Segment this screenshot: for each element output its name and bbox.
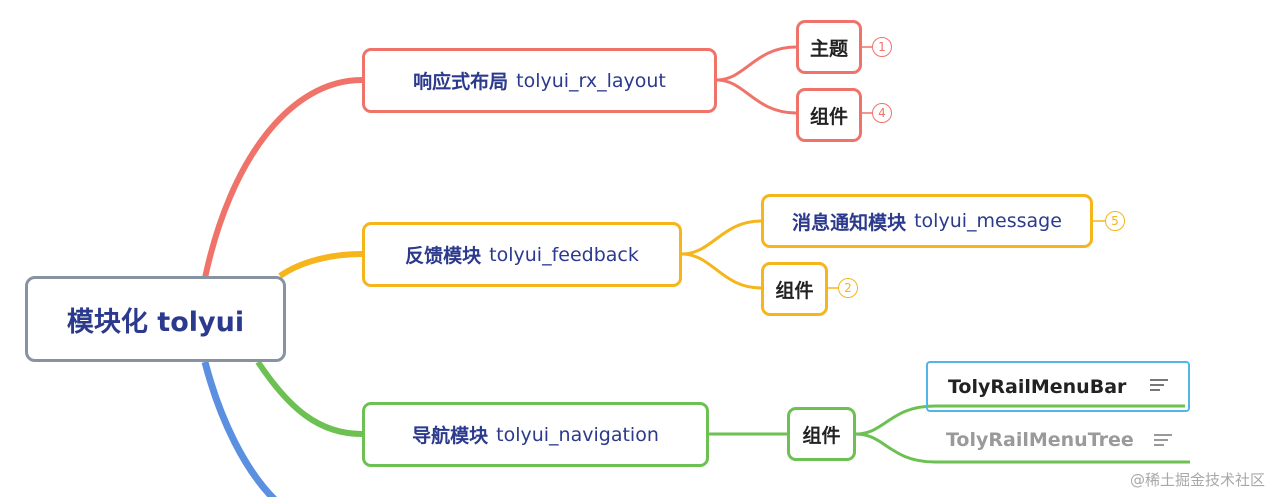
notes-icon[interactable]	[1154, 431, 1172, 449]
subtopic-message[interactable]: 消息通知模块 tolyui_message	[761, 194, 1093, 248]
subtopic-components[interactable]: 组件	[787, 407, 856, 461]
topic-label: 导航模块	[412, 425, 489, 447]
subtopic-label: 组件	[809, 105, 848, 128]
count-badge: 4	[872, 103, 892, 123]
subtopic-label: 组件	[775, 279, 814, 302]
connector-feedback-components	[681, 252, 762, 290]
watermark: @稀土掘金技术社区	[1129, 471, 1265, 489]
connector-layout-components	[716, 78, 797, 115]
subtopic-package: tolyui_message	[914, 210, 1062, 232]
count-badge: 1	[872, 37, 892, 57]
leaf-label: TolyRailMenuBar	[948, 375, 1127, 398]
topic-package: tolyui_feedback	[489, 243, 639, 266]
subtopic-label: 组件	[802, 424, 841, 447]
root-topic-label: 模块化 tolyui	[66, 306, 245, 338]
connector-root-offscreen	[201, 361, 277, 497]
root-topic[interactable]: 模块化 tolyui	[25, 276, 286, 362]
topic-package: tolyui_navigation	[496, 423, 659, 446]
count-badge: 5	[1105, 211, 1125, 231]
connector-root-layout	[202, 77, 363, 279]
connector-root-feedback	[278, 251, 363, 279]
subtopic-label: 消息通知模块	[792, 211, 907, 234]
topic-navigation[interactable]: 导航模块 tolyui_navigation	[362, 402, 709, 467]
subtopic-theme[interactable]: 主题	[796, 20, 862, 74]
notes-icon[interactable]	[1150, 376, 1168, 394]
topic-label: 响应式布局	[413, 71, 509, 93]
topic-feedback[interactable]: 反馈模块 tolyui_feedback	[362, 222, 682, 287]
connector-components-menutree	[855, 432, 1190, 464]
connector-root-navigation	[255, 360, 363, 437]
connector-layout-theme	[716, 45, 797, 82]
subtopic-components[interactable]: 组件	[796, 88, 862, 142]
connector-feedback-message	[681, 219, 762, 256]
subtopic-label: 主题	[809, 37, 848, 60]
count-badge: 2	[838, 278, 858, 298]
leaf-tolyrailmenutree[interactable]: TolyRailMenuTree	[926, 418, 1190, 462]
connector-components-menubar	[855, 404, 1185, 436]
topic-package: tolyui_rx_layout	[516, 69, 666, 92]
leaf-tolyrailmenubar[interactable]: TolyRailMenuBar	[926, 361, 1190, 412]
topic-responsive-layout[interactable]: 响应式布局 tolyui_rx_layout	[362, 48, 717, 113]
leaf-label: TolyRailMenuTree	[946, 429, 1134, 451]
subtopic-components[interactable]: 组件	[761, 262, 828, 316]
topic-label: 反馈模块	[405, 245, 482, 267]
